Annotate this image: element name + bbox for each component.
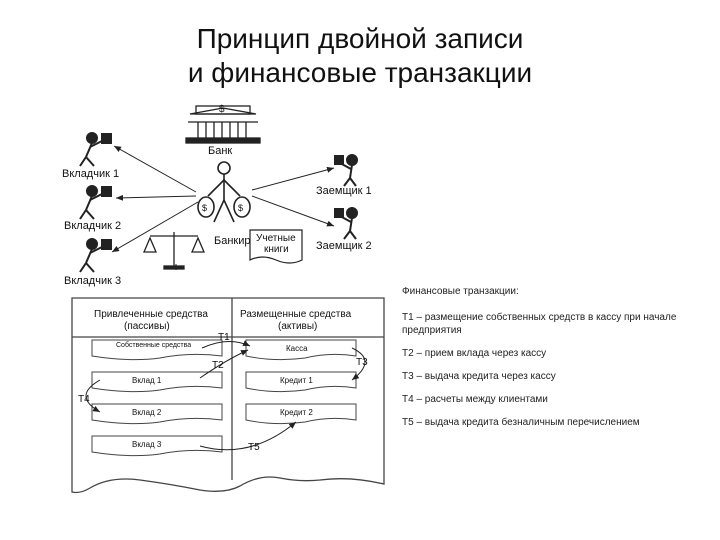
balance-frame <box>71 297 385 494</box>
row-cash: Касса <box>286 344 308 353</box>
borrower-figure-icon <box>334 207 358 240</box>
borrower-1-label: Заемщик 1 <box>316 185 372 197</box>
books-label-line2: книги <box>264 244 289 255</box>
depositor-figure-icon <box>79 132 112 167</box>
legend-item-t1: Т1 – размещение собственных средств в ка… <box>402 312 677 336</box>
right-header-line2: (активы) <box>278 321 317 332</box>
legend-item-t3: Т3 – выдача кредита через кассу <box>402 371 556 382</box>
coin-left-symbol: $ <box>202 203 207 213</box>
legend-item-t4: Т4 – расчеты между клиентами <box>402 394 548 405</box>
left-header-line2: (пассивы) <box>124 321 170 332</box>
banker-label: Банкир <box>214 235 251 247</box>
ledger-icon <box>249 229 303 264</box>
row-deposit-3: Вклад 3 <box>132 440 162 449</box>
right-header-line1: Размещенные средства <box>240 309 352 320</box>
legend-item-t2: Т2 – прием вклада через кассу <box>402 348 547 359</box>
title-line-1: Принцип двойной записи <box>196 23 524 54</box>
bank-label: Банк <box>208 145 232 157</box>
borrower-figure-icon <box>334 154 358 187</box>
transaction-t3: T3 <box>356 357 368 368</box>
row-credit-1: Кредит 1 <box>280 376 313 385</box>
borrower-2-label: Заемщик 2 <box>316 240 372 252</box>
depositor-3-label: Вкладчик 3 <box>64 275 121 287</box>
right-row-boxes <box>245 339 357 425</box>
transaction-t1: T1 <box>218 332 230 343</box>
bank-dollar-sign: $ <box>219 104 225 115</box>
books-label-line1: Учетные <box>256 233 296 244</box>
row-deposit-1: Вклад 1 <box>132 376 162 385</box>
slide-title: Принцип двойной записи и финансовые тран… <box>0 22 720 90</box>
depositor-figure-icon <box>79 238 112 273</box>
title-line-2: и финансовые транзакции <box>187 57 533 88</box>
transactions-legend: Финансовые транзакции: Т1 – размещение с… <box>402 286 702 439</box>
row-deposit-2: Вклад 2 <box>132 408 162 417</box>
top-arrows <box>111 145 335 270</box>
transaction-t2: T2 <box>212 360 224 371</box>
left-header-line1: Привлеченные средства <box>94 309 208 320</box>
legend-item-t5: Т5 – выдача кредита безналичным перечисл… <box>402 417 640 428</box>
depositor-1-label: Вкладчик 1 <box>62 168 119 180</box>
transaction-arrows <box>85 340 366 451</box>
transaction-t5: T5 <box>248 442 260 453</box>
scales-icon <box>143 232 205 270</box>
bank-building-icon <box>185 105 261 144</box>
coin-right-symbol: $ <box>238 203 243 213</box>
depositor-2-label: Вкладчик 2 <box>64 220 121 232</box>
row-own-funds: Собственные средства <box>116 341 191 349</box>
row-credit-2: Кредит 2 <box>280 408 313 417</box>
banker-figure-icon <box>197 161 251 223</box>
transaction-t4: T4 <box>78 394 90 405</box>
legend-heading: Финансовые транзакции: <box>402 286 519 297</box>
left-row-boxes <box>91 339 223 457</box>
depositor-figure-icon <box>79 185 112 220</box>
